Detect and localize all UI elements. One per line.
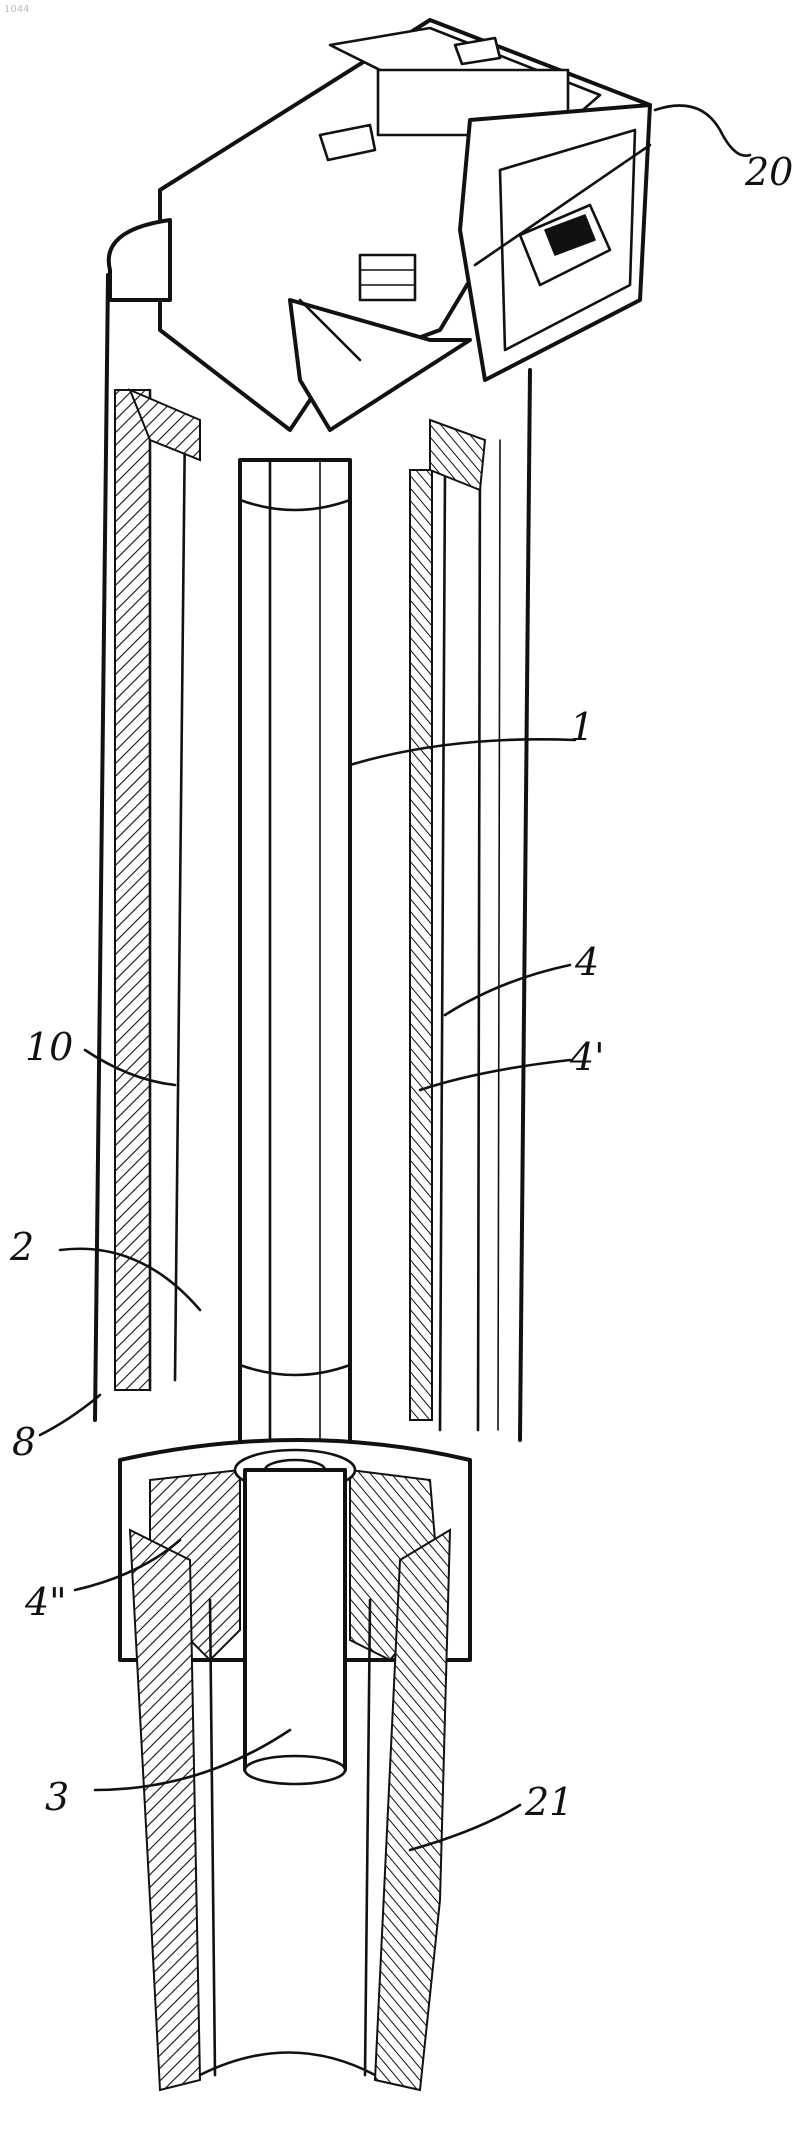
label-8: 8 [12, 1420, 36, 1464]
label-21: 21 [524, 1780, 573, 1824]
label-1: 1 [570, 705, 594, 749]
label-4-prime: 4' [569, 1035, 605, 1079]
core-armature [240, 460, 350, 1450]
label-2: 2 [9, 1225, 34, 1269]
label-4: 4 [574, 940, 599, 984]
connector-head [160, 20, 650, 430]
label-3: 3 [45, 1775, 69, 1819]
label-20: 20 [744, 150, 793, 194]
label-10: 10 [25, 1025, 73, 1069]
label-4-double-prime: 4" [24, 1580, 67, 1624]
corner-mark: 1044 [4, 4, 29, 15]
